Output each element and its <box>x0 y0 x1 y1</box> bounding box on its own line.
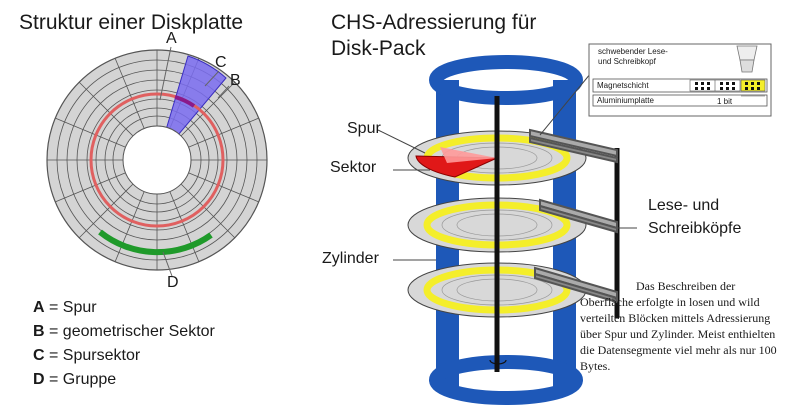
right-title-line2: Disk-Pack <box>331 37 426 60</box>
cylinder-top <box>429 55 583 105</box>
label-spur: Spur <box>347 120 381 137</box>
label-heads-line2: Schreibköpfe <box>648 220 742 237</box>
head-arms <box>529 128 618 304</box>
track-sector <box>174 95 196 108</box>
legend-item-a: A = Spur <box>33 299 97 316</box>
label-heads-line1: Lese- und <box>648 197 720 214</box>
rotation-arrow <box>489 359 507 365</box>
marker-b: B <box>230 72 241 89</box>
legend-item-b: B = geometrischer Sektor <box>33 323 215 340</box>
legend: A = Spur B = geometrischer Sektor C = Sp… <box>33 296 215 392</box>
inset-magnet: Magnetschicht <box>597 81 649 90</box>
platter-diagram <box>46 46 268 277</box>
marker-a: A <box>166 30 177 47</box>
magnetic-bits <box>695 82 760 90</box>
label-zylinder: Zylinder <box>322 250 379 267</box>
legend-item-d: D = Gruppe <box>33 371 117 388</box>
explanatory-note: Das Beschreiben der Oberfläche erfolgte … <box>580 279 777 373</box>
marker-c: C <box>215 54 227 71</box>
right-title-line1: CHS-Adressierung für <box>331 11 537 34</box>
bit-inset <box>588 43 772 117</box>
group-arc <box>98 229 213 256</box>
label-sektor: Sektor <box>330 159 377 176</box>
inset-alu: Aluminiumplatte <box>597 96 654 105</box>
cylinder-bottom <box>429 355 583 405</box>
legend-item-c: C = Spursektor <box>33 347 141 364</box>
inset-bit: 1 bit <box>717 97 733 106</box>
disk-pack <box>377 43 772 405</box>
inset-head-line2: und Schreibkopf <box>598 57 656 66</box>
track-ring <box>89 92 225 228</box>
inset-head-line1: schwebender Lese- <box>598 47 668 56</box>
left-title: Struktur einer Diskplatte <box>19 11 244 34</box>
platter-leaders <box>159 46 230 277</box>
marker-d: D <box>167 274 179 291</box>
